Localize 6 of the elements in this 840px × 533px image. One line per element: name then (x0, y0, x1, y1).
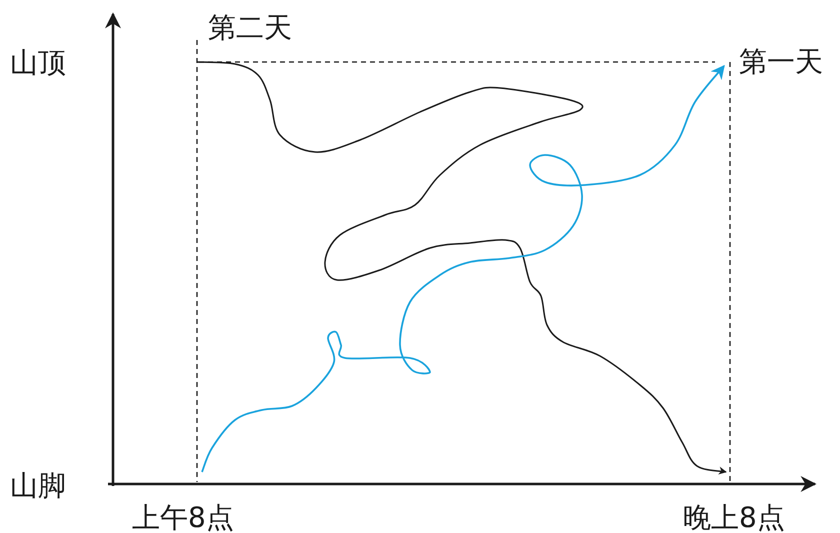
axis-label: 山顶 (10, 47, 66, 79)
curve-label: 第二天 (208, 12, 292, 44)
axis-label: 晚上8点 (683, 502, 785, 533)
curve-label: 第一天 (739, 46, 823, 78)
axis-label: 上午8点 (132, 502, 234, 533)
axis-label: 山脚 (10, 470, 66, 502)
